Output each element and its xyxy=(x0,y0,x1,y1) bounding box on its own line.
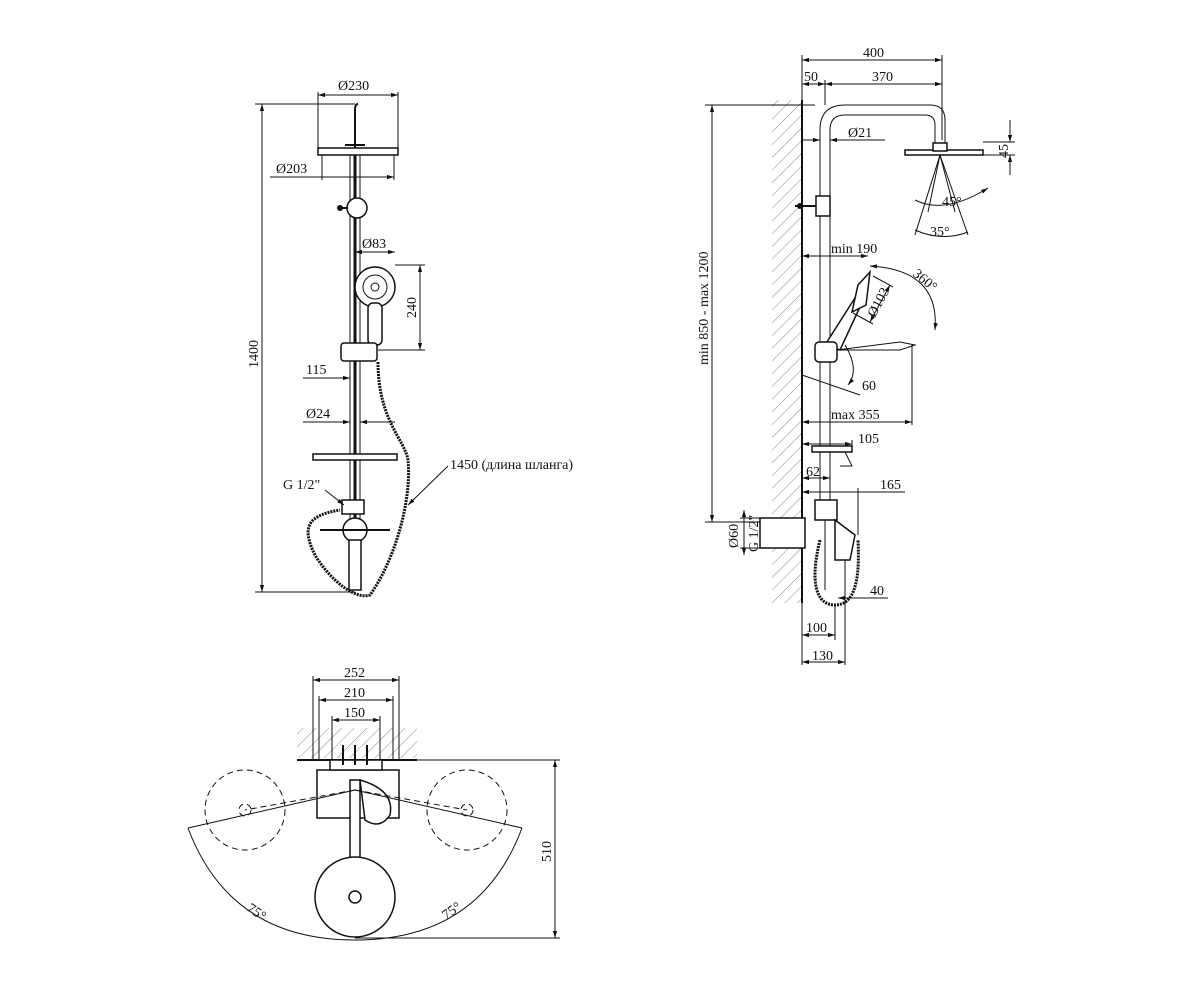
dim-arm-pipe: Ø21 xyxy=(848,126,872,141)
dim-plate-diameter: Ø203 xyxy=(276,162,307,177)
dim-arm-length: 370 xyxy=(872,70,893,85)
label-hose-length: 1450 (длина шланга) xyxy=(450,458,573,473)
dim-spray-inner: 35° xyxy=(930,225,950,240)
dim-shelf-offset: 62 xyxy=(806,465,820,480)
dim-spout-reach: 165 xyxy=(880,478,901,493)
dim-angle-right: 75° xyxy=(440,900,465,924)
dim-spray-outer: 45° xyxy=(942,195,962,210)
dim-spout-gap: 40 xyxy=(870,584,884,599)
dim-height-range: min 850 - max 1200 xyxy=(697,251,712,365)
label-inlet-thread: G 1/2" xyxy=(283,478,320,493)
dim-outer-width: 252 xyxy=(344,666,365,681)
dim-mid-width: 210 xyxy=(344,686,365,701)
front-view: Ø230 Ø203 Ø83 240 1400 115 Ø24 G 1/2" 14… xyxy=(247,79,573,598)
dim-inlet-spacing: 150 xyxy=(344,706,365,721)
dim-tilt-angle: 60 xyxy=(862,379,876,394)
dim-rotation: 360° xyxy=(909,267,939,296)
dim-shelf-depth: 105 xyxy=(858,432,879,447)
top-view: 252 210 150 510 75° 75° xyxy=(187,666,560,941)
dim-flange-diameter: Ø60 xyxy=(727,524,742,548)
dim-depth: 510 xyxy=(540,841,555,862)
dim-handshower-diameter-side: Ø103 xyxy=(865,285,893,320)
dim-head-diameter: Ø230 xyxy=(338,79,369,94)
dim-holder-min: min 190 xyxy=(831,242,877,257)
dim-handshower-length: 240 xyxy=(405,297,420,318)
dim-overall-reach: 400 xyxy=(863,46,884,61)
label-inlet-thread-side: G 1/2" xyxy=(747,515,762,552)
dim-angle-left: 75° xyxy=(244,901,269,925)
dim-handshower-diameter: Ø83 xyxy=(362,237,386,252)
dim-total-height: 1400 xyxy=(247,340,262,368)
dim-head-thickness: 45 xyxy=(997,144,1012,158)
dim-mixer-total: 130 xyxy=(812,649,833,664)
dim-mixer-depth: 100 xyxy=(806,621,827,636)
dim-holder-max: max 355 xyxy=(831,408,880,423)
dim-holder-offset: 115 xyxy=(306,363,326,378)
dim-wall-offset: 50 xyxy=(804,70,818,85)
side-view: 400 50 370 Ø21 45 45° 35° min 190 Ø103 3… xyxy=(697,46,1015,665)
dim-bar-diameter: Ø24 xyxy=(306,407,330,422)
